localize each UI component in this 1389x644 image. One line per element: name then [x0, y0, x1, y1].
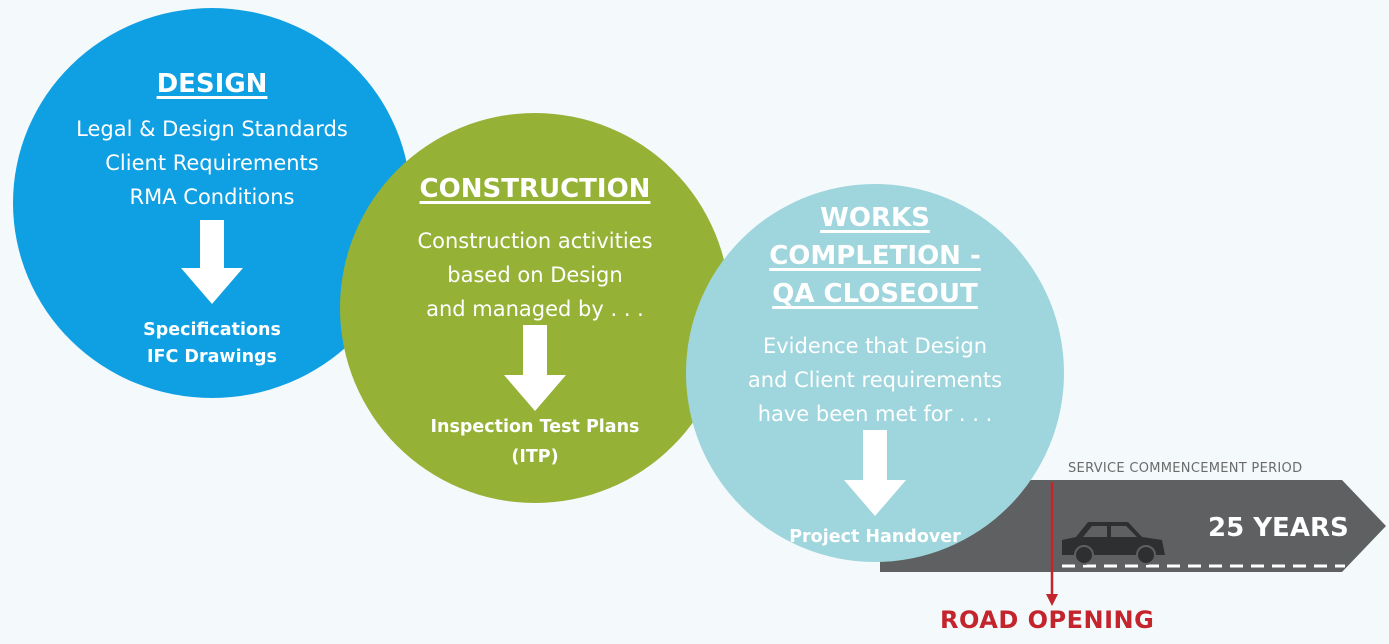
- construction-title: CONSTRUCTION: [419, 174, 651, 204]
- construction-line-2: based on Design: [447, 263, 623, 287]
- construction-line-1: Construction activities: [417, 229, 653, 253]
- design-output-2: IFC Drawings: [147, 347, 277, 367]
- works-line-2: and Client requirements: [747, 368, 1003, 392]
- works-title-line-3: QA CLOSEOUT: [772, 279, 978, 309]
- design-line-3: RMA Conditions: [129, 185, 295, 209]
- works-completion-circle: WORKS COMPLETION - QA CLOSEOUT Evidence …: [686, 184, 1064, 562]
- works-title-line-2: COMPLETION -: [769, 241, 981, 271]
- design-title: DESIGN: [156, 69, 268, 99]
- service-commencement-label: SERVICE COMMENCEMENT PERIOD: [1068, 461, 1303, 476]
- construction-output-2: (ITP): [511, 447, 559, 467]
- road-opening-label: ROAD OPENING: [940, 606, 1155, 634]
- down-arrow-icon: [181, 220, 243, 304]
- design-output-1: Specifications: [143, 320, 281, 340]
- works-line-3: have been met for . . .: [757, 402, 993, 426]
- construction-line-3: and managed by . . .: [426, 297, 644, 321]
- construction-output-1: Inspection Test Plans: [430, 417, 640, 437]
- works-output: Project Handover: [789, 527, 961, 547]
- years-label: 25 YEARS: [1208, 513, 1349, 543]
- design-line-2: Client Requirements: [105, 151, 319, 175]
- down-arrow-icon: [844, 430, 906, 516]
- construction-circle: CONSTRUCTION Construction activities bas…: [340, 113, 730, 503]
- down-arrow-icon: [504, 325, 566, 411]
- works-title-line-1: WORKS: [820, 203, 930, 233]
- design-line-1: Legal & Design Standards: [76, 117, 348, 141]
- works-line-1: Evidence that Design: [762, 334, 988, 358]
